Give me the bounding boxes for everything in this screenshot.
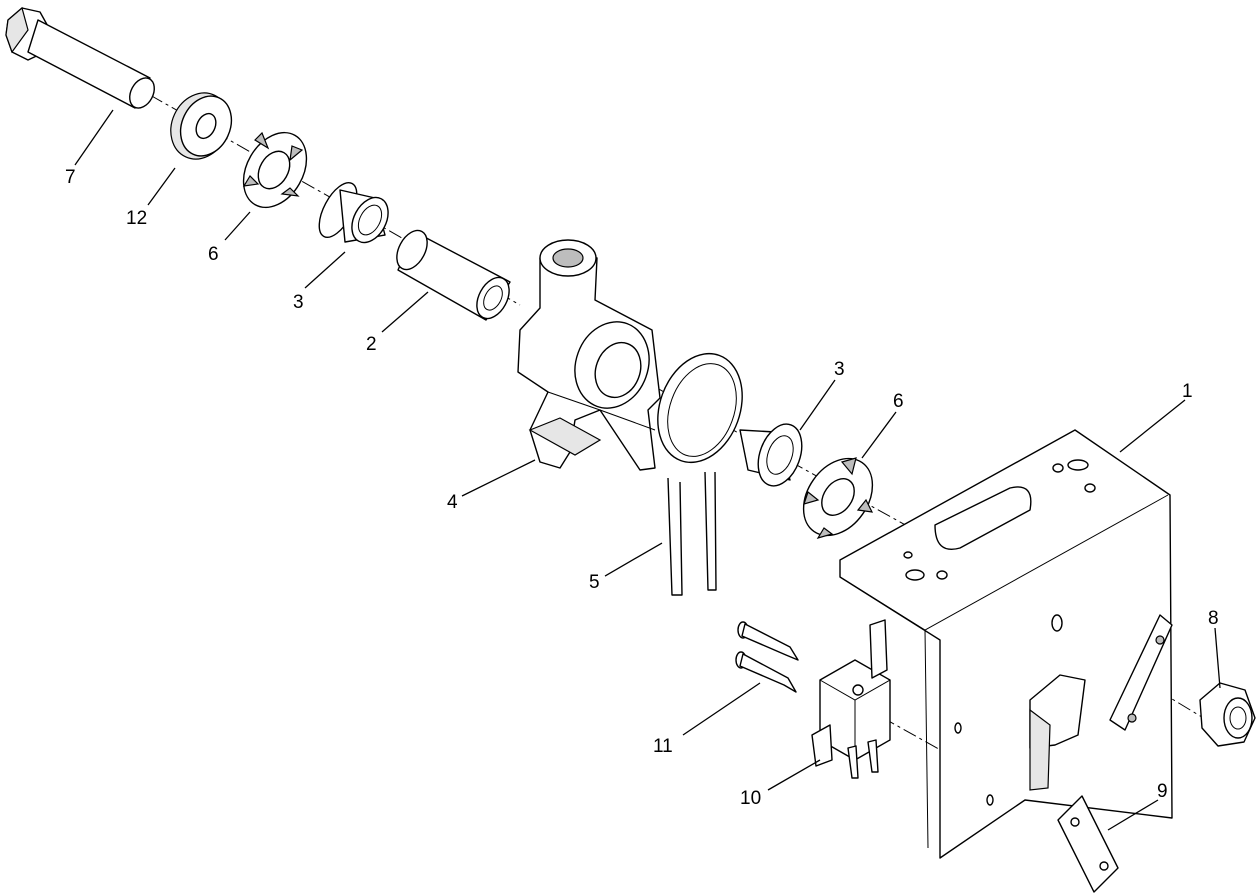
callout-9: 9 — [1157, 781, 1168, 802]
part-3-bushing-upper — [318, 182, 389, 244]
callout-6-lower: 6 — [893, 391, 904, 412]
part-3-bushing-lower — [739, 423, 803, 487]
callout-3-upper: 3 — [293, 292, 304, 313]
part-9-plate — [1057, 795, 1119, 893]
part-12-washer — [170, 92, 233, 160]
callout-12: 12 — [126, 208, 147, 229]
callout-1: 1 — [1182, 381, 1193, 402]
part-6-tab-washer-upper — [242, 131, 308, 209]
part-6-tab-washer-lower — [802, 457, 874, 539]
callout-3-lower: 3 — [834, 359, 845, 380]
part-7-bolt — [5, 6, 155, 109]
callout-8: 8 — [1208, 608, 1219, 629]
callout-5: 5 — [589, 572, 600, 593]
part-11-screws — [735, 621, 799, 693]
part-5-wire-spring — [657, 352, 743, 596]
part-8-lock-nut — [1199, 682, 1256, 747]
callout-6-upper: 6 — [208, 244, 219, 265]
callout-2: 2 — [366, 334, 377, 355]
part-4-lever-pivot — [517, 239, 661, 471]
callout-10: 10 — [740, 788, 761, 809]
part-10-micro-switch — [811, 619, 891, 779]
leader-lines — [74, 109, 1221, 831]
callout-7: 7 — [65, 167, 76, 188]
part-2-spacer — [396, 229, 511, 321]
callout-labels: 7 12 6 3 2 4 5 3 6 1 8 9 10 11 — [65, 167, 1219, 809]
callout-11: 11 — [653, 736, 673, 757]
part-1-bracket — [839, 429, 1173, 859]
callout-4: 4 — [447, 492, 458, 513]
